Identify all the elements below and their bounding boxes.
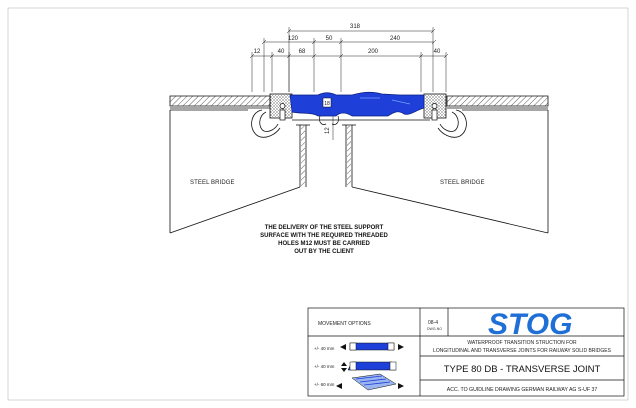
movement-options-header: MOVEMENT OPTIONS xyxy=(318,321,371,327)
drawing-title: TYPE 80 DB - TRANSVERSE JOINT xyxy=(444,364,601,375)
dimension-texts: 318 120 50 240 12 40 68 200 40 12 xyxy=(254,24,441,134)
movement-row-1: +/- 40 mm xyxy=(314,342,404,351)
joint-assembly: 18 xyxy=(269,91,447,125)
movement-row-3: +/- 60 mm xyxy=(314,373,404,391)
title-block xyxy=(307,307,625,397)
center-anchor xyxy=(319,115,339,125)
movement-value-2: +/- 40 mm xyxy=(314,364,335,369)
dim-200: 200 xyxy=(368,49,379,55)
drawing-code-sub: DWG-NO xyxy=(427,327,442,331)
drawing-border xyxy=(7,7,629,401)
drawing-reference: ACC. TO GUIDLINE DRAWING GERMAN RAILWAY … xyxy=(447,387,598,393)
deck-right xyxy=(446,95,549,111)
dim-40-right: 40 xyxy=(434,49,441,55)
dim-318: 318 xyxy=(350,24,361,30)
movement-value-1: +/- 40 mm xyxy=(314,346,335,351)
movement-row-2: +/- 40 mm xyxy=(314,361,397,372)
deck-left xyxy=(169,95,271,111)
dim-vertical-12: 12 xyxy=(325,127,331,134)
movement-value-3: +/- 60 mm xyxy=(314,382,335,387)
dim-240: 240 xyxy=(390,36,401,42)
dim-12: 12 xyxy=(254,49,261,55)
left-bridge-label: STEEL BRIDGE xyxy=(190,180,235,186)
note-line-3: HOLES M12 MUST BE CARRIED xyxy=(278,241,370,247)
description-line-1: WATERPROOF TRANSITION STRUCTION FOR xyxy=(467,340,577,346)
svg-text:18: 18 xyxy=(324,101,330,107)
arrows-vertical-icon xyxy=(341,362,347,372)
client-note: THE DELIVERY OF THE STEEL SUPPORT SURFAC… xyxy=(260,225,388,255)
bolt-right xyxy=(431,103,438,121)
description-line-2: LONGITUDINAL AND TRANSVERSE JOINTS FOR R… xyxy=(433,348,612,354)
note-line-1: THE DELIVERY OF THE STEEL SUPPORT xyxy=(265,225,384,231)
web-plates xyxy=(301,126,351,186)
bolt-left xyxy=(279,103,286,121)
drawing-code: 08-4 xyxy=(428,320,438,326)
steel-bridge-outline xyxy=(169,109,549,234)
dim-50: 50 xyxy=(326,36,333,42)
note-line-4: OUT BY THE CLIENT xyxy=(294,249,354,255)
right-bridge-label: STEEL BRIDGE xyxy=(440,180,485,186)
dim-120: 120 xyxy=(288,36,299,42)
stog-logo: STOG xyxy=(488,308,572,341)
elastomer-seal xyxy=(289,91,425,117)
dimension-lines xyxy=(249,27,449,140)
note-line-2: SURFACE WITH THE REQUIRED THREADED xyxy=(260,233,388,239)
dim-40-left: 40 xyxy=(278,49,285,55)
dim-68: 68 xyxy=(299,49,306,55)
